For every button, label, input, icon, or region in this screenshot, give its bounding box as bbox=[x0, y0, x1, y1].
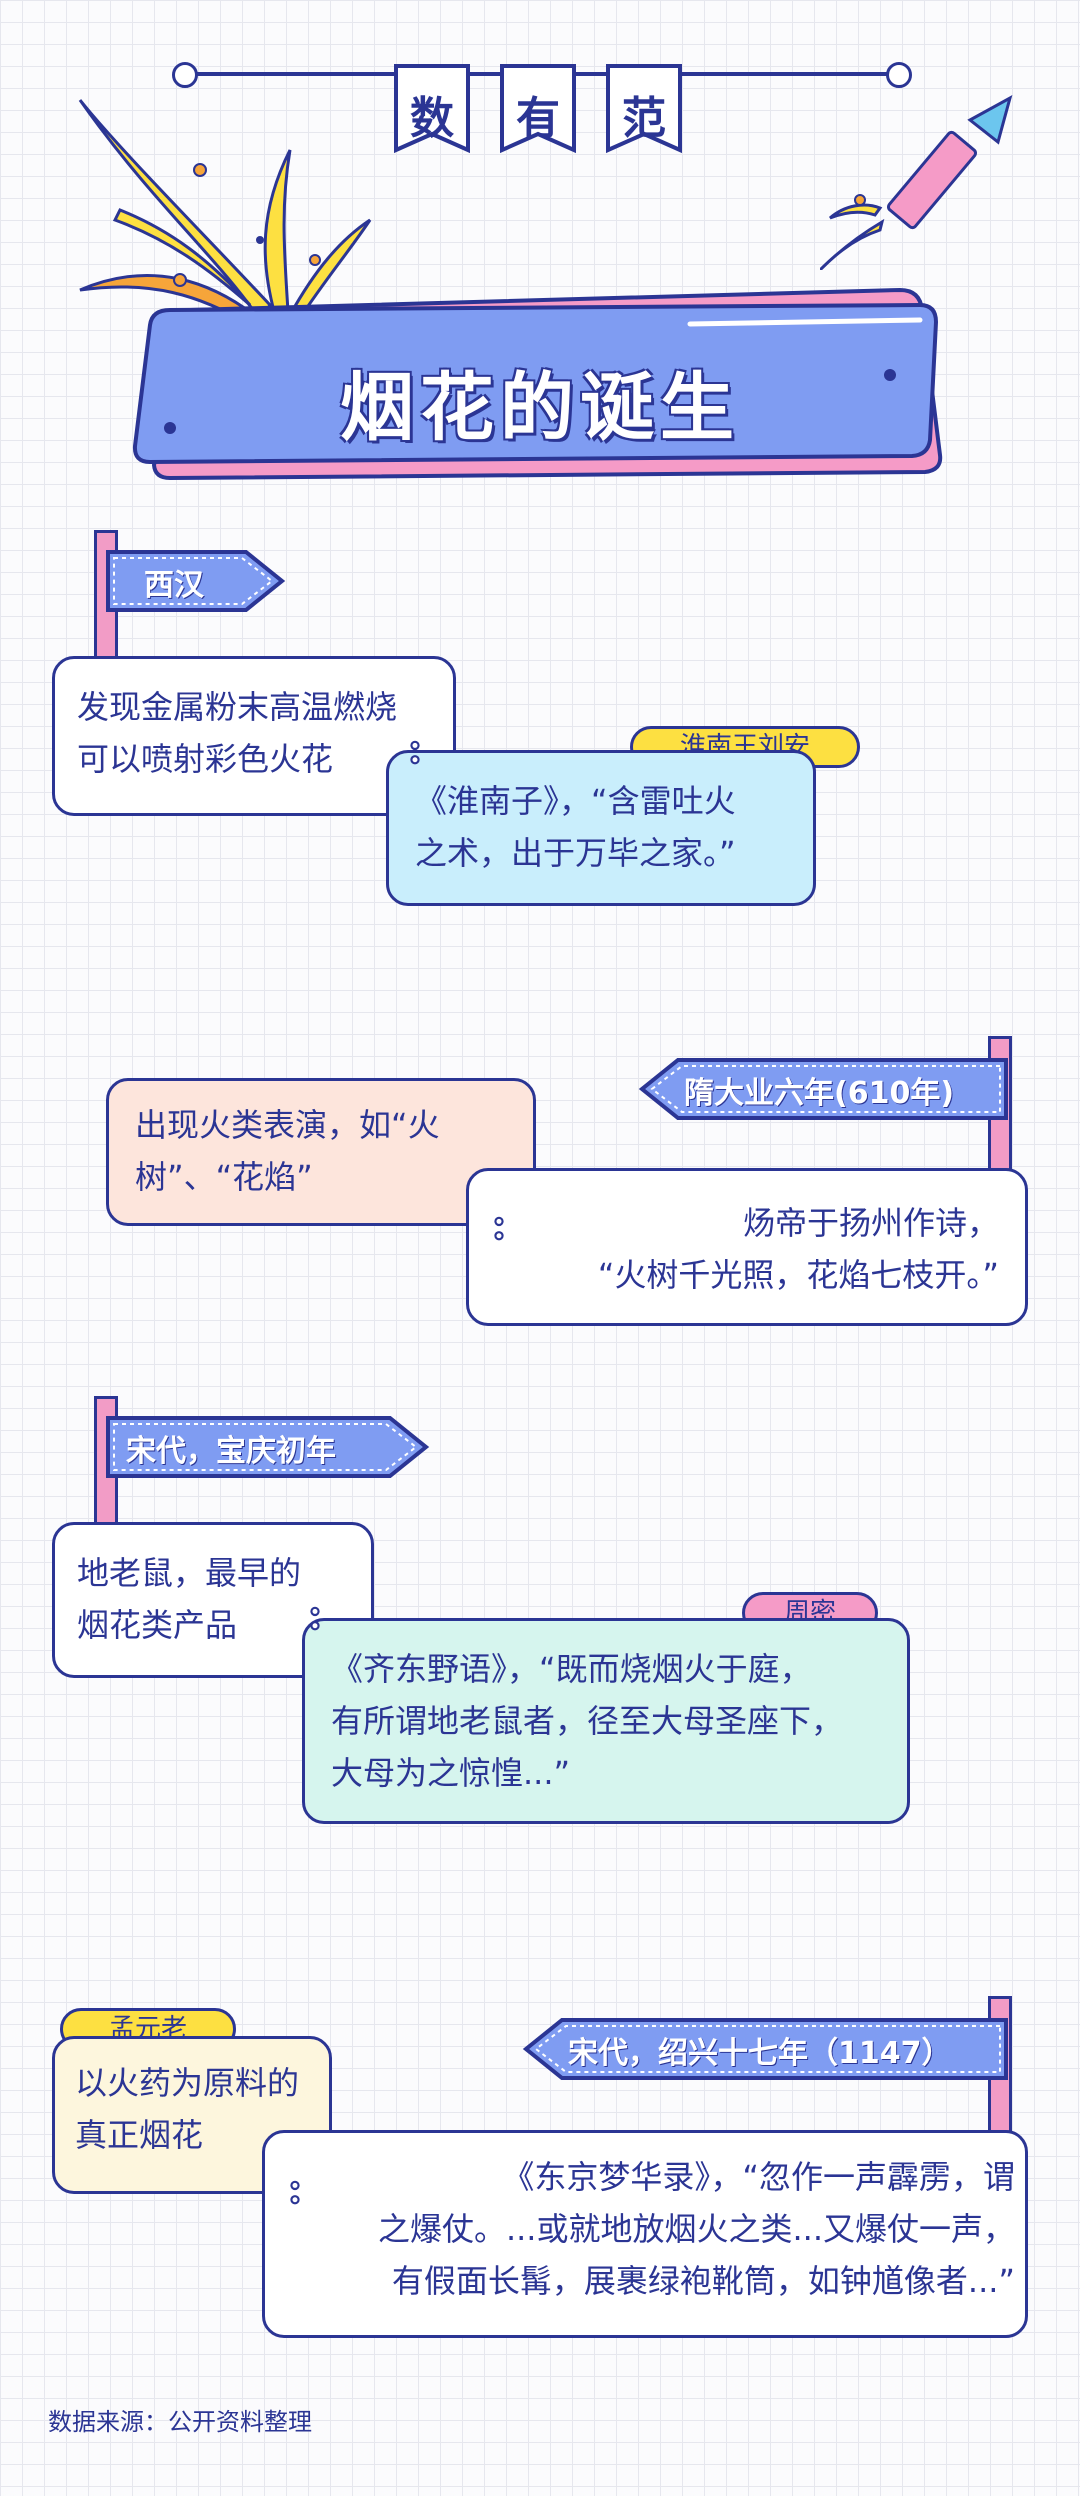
fact-line: 可以喷射彩色火花 bbox=[77, 740, 334, 778]
page-title: 烟花的诞生 bbox=[340, 365, 740, 451]
quote-line: 《淮南子》，“含雷吐火 bbox=[415, 782, 736, 820]
ring-connector-icon bbox=[494, 1216, 504, 1241]
fact-line: 以火药为原料的 bbox=[75, 2064, 300, 2102]
era-sign: 宋代，绍兴十七年（1147） bbox=[522, 2018, 1008, 2080]
rocket-icon bbox=[820, 94, 1013, 270]
quote-box: 《齐东野语》，“既而烧烟火于庭， 有所谓地老鼠者，径至大母圣座下， 大母为之惊惶… bbox=[302, 1618, 910, 1824]
data-source-note: 数据来源：公开资料整理 bbox=[48, 2408, 312, 2436]
era-sign: 西汉 bbox=[106, 550, 286, 612]
quote-line: 有假面长髯，展裹绿袍靴筒，如钟馗像者...” bbox=[391, 2262, 1015, 2300]
title-plaque: 烟花的诞生 bbox=[130, 280, 950, 480]
quote-line: 大母为之惊惶...” bbox=[331, 1754, 571, 1792]
logo-char: 有 bbox=[516, 93, 560, 144]
era-label: 宋代，绍兴十七年（1147） bbox=[568, 2036, 952, 2071]
fact-line: 树”、“花焰” bbox=[135, 1158, 313, 1196]
era-label: 隋大业六年(610年) bbox=[684, 1076, 955, 1111]
fact-line: 出现火类表演，如“火 bbox=[135, 1106, 440, 1144]
quote-line: 有所谓地老鼠者，径至大母圣座下， bbox=[331, 1702, 844, 1740]
quote-line: 炀帝于扬州作诗， bbox=[742, 1204, 999, 1242]
era-label: 西汉 bbox=[144, 568, 204, 603]
ring-connector-icon bbox=[310, 1606, 320, 1631]
header-dot-left bbox=[172, 62, 198, 88]
ring-connector-icon bbox=[410, 740, 420, 765]
era-sign: 隋大业六年(610年) bbox=[638, 1058, 1008, 1120]
logo-flag-2: 有 bbox=[498, 64, 578, 154]
quote-line: 《齐东野语》，“既而烧烟火于庭， bbox=[331, 1650, 812, 1688]
header-dot-right bbox=[886, 62, 912, 88]
fact-line: 发现金属粉末高温燃烧 bbox=[77, 688, 398, 726]
quote-box: 炀帝于扬州作诗， “火树千光照，花焰七枝开。” bbox=[466, 1168, 1028, 1326]
ring-connector-icon bbox=[290, 2180, 300, 2205]
quote-box: 《东京梦华录》，“忽作一声霹雳，谓 之爆仗。...或就地放烟火之类...又爆仗一… bbox=[262, 2130, 1028, 2338]
logo-char: 范 bbox=[622, 93, 666, 144]
firework-burst-icon bbox=[78, 99, 380, 330]
logo-char: 数 bbox=[410, 93, 454, 144]
fact-line: 烟花类产品 bbox=[77, 1606, 238, 1644]
quote-line: 《东京梦华录》，“忽作一声霹雳，谓 bbox=[502, 2158, 1015, 2196]
quote-line: 之爆仗。...或就地放烟火之类...又爆仗一声， bbox=[377, 2210, 1015, 2248]
era-label: 宋代，宝庆初年 bbox=[126, 1434, 336, 1469]
quote-line: 之术，出于万毕之家。” bbox=[415, 834, 736, 872]
logo-flag-3: 范 bbox=[604, 64, 684, 154]
era-sign: 宋代，宝庆初年 bbox=[106, 1416, 430, 1478]
fact-box: 出现火类表演，如“火 树”、“花焰” bbox=[106, 1078, 536, 1226]
fact-line: 真正烟花 bbox=[75, 2116, 204, 2154]
fact-line: 地老鼠，最早的 bbox=[77, 1554, 302, 1592]
logo-flag-1: 数 bbox=[392, 64, 472, 154]
quote-line: “火树千光照，花焰七枝开。” bbox=[597, 1256, 999, 1294]
quote-box: 《淮南子》，“含雷吐火 之术，出于万毕之家。” bbox=[386, 750, 816, 906]
